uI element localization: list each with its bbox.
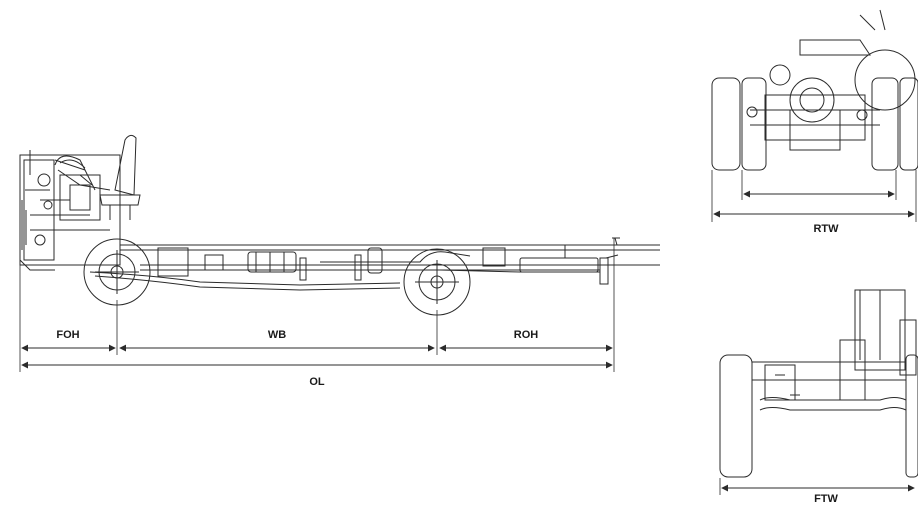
driver-seat [99, 134, 141, 220]
rear-axle-assembly [746, 9, 916, 151]
rear-view-dimensions [711, 170, 917, 222]
rear-right-tire [871, 77, 918, 171]
front-wheel [83, 238, 151, 306]
wb-label: WB [268, 329, 286, 341]
foh-label: FOH [56, 329, 79, 341]
chassis-rear-view [711, 9, 918, 171]
chassis-front-view [719, 289, 918, 478]
frame-components [157, 237, 620, 285]
side-extension-lines [19, 238, 615, 372]
fuel-tank [247, 251, 297, 273]
front-view-dimensions [719, 478, 915, 495]
front-right-tire [905, 354, 918, 478]
ol-label: OL [309, 376, 325, 388]
rtw-label: RTW [813, 223, 839, 235]
steering-wheel [54, 159, 93, 186]
front-left-tire [719, 354, 753, 478]
side-dimension-lines [21, 344, 613, 369]
roh-label: ROH [514, 329, 539, 341]
chassis-side-view [19, 134, 660, 316]
cab-front-assembly [19, 150, 121, 271]
rear-left-tire [711, 77, 767, 171]
ftw-label: FTW [814, 493, 838, 505]
rear-wheel [403, 248, 471, 316]
frame-rail [89, 244, 660, 291]
front-axle-assembly [752, 289, 917, 411]
